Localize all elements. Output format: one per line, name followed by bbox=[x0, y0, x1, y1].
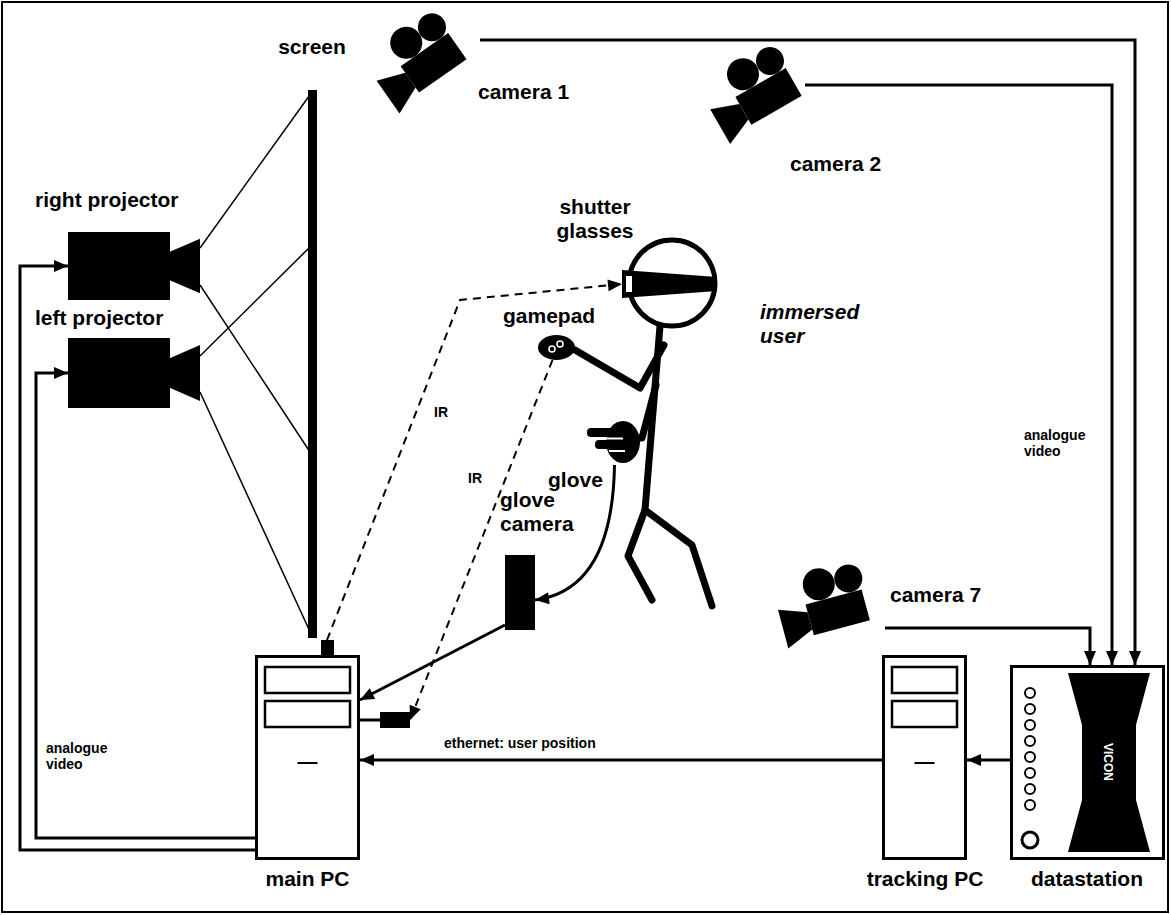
node-label: glove bbox=[548, 468, 618, 492]
node-label: screen bbox=[262, 35, 362, 59]
node-label: camera 2 bbox=[790, 152, 920, 176]
connector bbox=[967, 754, 1010, 766]
projector: right projector bbox=[68, 232, 200, 300]
edge-label: analogue video bbox=[1022, 427, 1106, 459]
pc-tower: tracking PC bbox=[882, 655, 967, 860]
node-label: gamepad bbox=[503, 304, 613, 328]
node-label: glove camera bbox=[500, 488, 590, 536]
datastation: datastation bbox=[1010, 665, 1165, 860]
connector bbox=[360, 754, 882, 766]
node-label: right projector bbox=[35, 188, 235, 212]
projector: left projector bbox=[68, 338, 200, 408]
glove: glove bbox=[585, 418, 640, 465]
edge-label: IR bbox=[466, 470, 500, 486]
edge-label: IR bbox=[432, 404, 466, 420]
brand-label: VICON bbox=[1101, 732, 1115, 792]
connector bbox=[327, 279, 622, 640]
projection-lines bbox=[200, 92, 312, 636]
edge-label: analogue video bbox=[44, 740, 143, 772]
node-label: camera 7 bbox=[890, 583, 1020, 607]
node-label: main PC bbox=[235, 867, 380, 891]
user-figure: immersed user bbox=[620, 330, 720, 610]
node-label: immersed user bbox=[760, 300, 868, 348]
camera: camera 2 bbox=[705, 40, 805, 150]
camera: camera 1 bbox=[360, 10, 480, 115]
node-label: tracking PC bbox=[840, 867, 1010, 891]
connector bbox=[410, 360, 553, 720]
node-label: camera 1 bbox=[478, 80, 608, 104]
shutter-glasses: shutter glasses bbox=[622, 268, 717, 300]
connector bbox=[480, 40, 1141, 665]
node-label: datastation bbox=[1002, 867, 1171, 891]
edge-label: ethernet: user position bbox=[442, 735, 726, 751]
connector bbox=[20, 260, 255, 850]
node-label: left projector bbox=[35, 306, 235, 330]
screen: screen bbox=[308, 90, 317, 638]
camera: camera 7 bbox=[765, 565, 885, 650]
connector bbox=[36, 367, 255, 838]
glove-camera: glove camera bbox=[505, 555, 535, 630]
pc-tower: main PC bbox=[255, 655, 360, 860]
gamepad: gamepad bbox=[538, 335, 575, 360]
node-label: shutter glasses bbox=[540, 195, 650, 243]
